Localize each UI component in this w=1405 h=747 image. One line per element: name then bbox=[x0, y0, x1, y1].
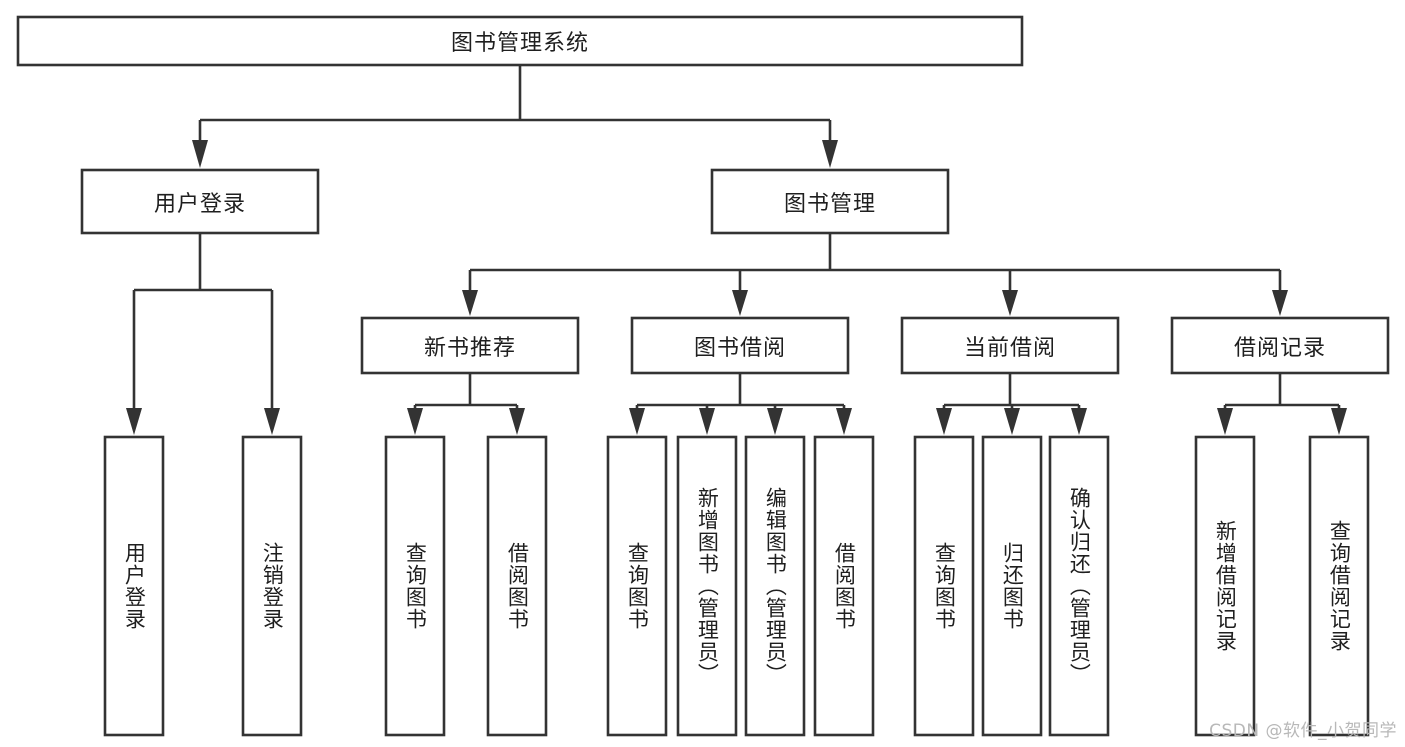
arrow-head-book-mgmt bbox=[822, 140, 838, 168]
arrow-head-user-login bbox=[192, 140, 208, 168]
arrow-head-borrow bbox=[732, 290, 748, 316]
arrow-head-q-book-3 bbox=[936, 408, 952, 435]
node-box-borrow-record[interactable] bbox=[1170, 316, 1390, 375]
leaf-box-user-login[interactable] bbox=[103, 435, 165, 737]
node-box-book-borrow[interactable] bbox=[630, 316, 850, 375]
leaf-box-borrow-book-1[interactable] bbox=[486, 435, 548, 737]
connector-group-borrow bbox=[629, 373, 852, 435]
arrow-head-current bbox=[1002, 290, 1018, 316]
watermark-text: CSDN @软件_小贺同学 bbox=[1209, 721, 1397, 741]
connector-group-root bbox=[192, 65, 838, 168]
arrow-head-query-record bbox=[1331, 408, 1347, 435]
arrow-head-record bbox=[1272, 290, 1288, 316]
arrow-head-q-book-2 bbox=[629, 408, 645, 435]
leaf-box-query-book-1[interactable] bbox=[384, 435, 446, 737]
node-box-current-borrow[interactable] bbox=[900, 316, 1120, 375]
arrow-head-return-book bbox=[1004, 408, 1020, 435]
leaf-box-confirm-return[interactable] bbox=[1048, 435, 1110, 737]
leaf-box-borrow-book-2[interactable] bbox=[813, 435, 875, 737]
node-box-root[interactable] bbox=[16, 15, 1024, 67]
arrow-head-logout-leaf bbox=[264, 408, 280, 435]
arrow-head-borrow-book-2 bbox=[836, 408, 852, 435]
leaf-box-query-borrow-record[interactable] bbox=[1308, 435, 1370, 737]
arrow-head-add-record bbox=[1217, 408, 1233, 435]
arrow-head-borrow-book-1 bbox=[509, 408, 525, 435]
leaf-box-logout[interactable] bbox=[241, 435, 303, 737]
arrow-head-confirm-return bbox=[1071, 408, 1087, 435]
arrow-head-add-book bbox=[699, 408, 715, 435]
arrow-head-user-login-leaf bbox=[126, 408, 142, 435]
leaf-box-query-book-3[interactable] bbox=[913, 435, 975, 737]
connector-group-user-login bbox=[126, 233, 280, 435]
arrow-head-edit-book bbox=[767, 408, 783, 435]
node-box-book-management[interactable] bbox=[710, 168, 950, 235]
leaf-box-edit-book[interactable] bbox=[744, 435, 806, 737]
leaf-box-query-book-2[interactable] bbox=[606, 435, 668, 737]
connector-group-record bbox=[1217, 373, 1347, 435]
leaf-box-add-borrow-record[interactable] bbox=[1194, 435, 1256, 737]
connector-group-new-rec bbox=[407, 373, 525, 435]
connector-group-current bbox=[936, 373, 1087, 435]
node-box-user-login[interactable] bbox=[80, 168, 320, 235]
leaf-box-add-book[interactable] bbox=[676, 435, 738, 737]
arrow-head-new-rec bbox=[462, 290, 478, 316]
arrow-head-q-book-1 bbox=[407, 408, 423, 435]
node-box-new-book-recommend[interactable] bbox=[360, 316, 580, 375]
connector-group-book-mgmt bbox=[462, 233, 1288, 316]
leaf-box-return-book[interactable] bbox=[981, 435, 1043, 737]
